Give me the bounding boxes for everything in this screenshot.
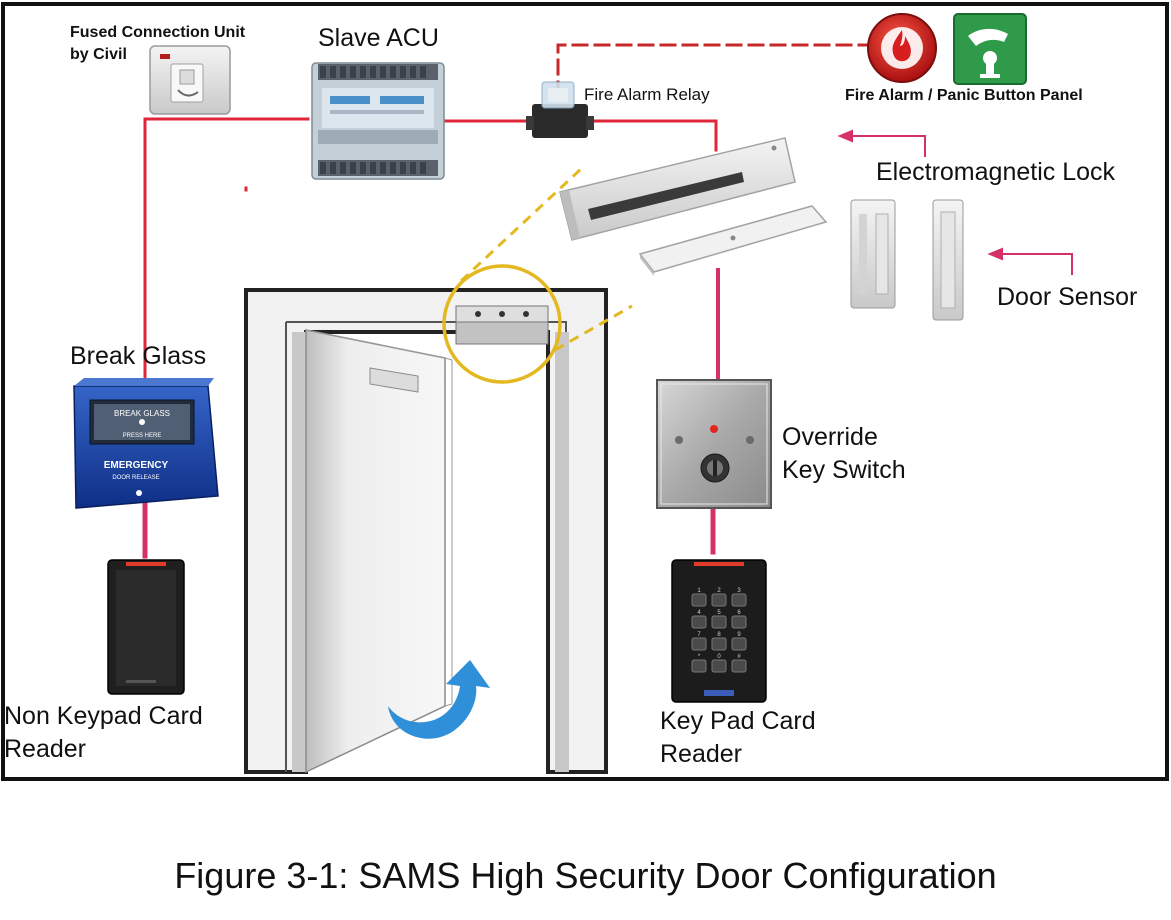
keypad-key bbox=[711, 659, 727, 673]
break-glass-top-text: BREAK GLASS bbox=[114, 409, 170, 418]
keypad-key-label: 8 bbox=[717, 632, 721, 638]
fire-alarm-relay-icon bbox=[526, 81, 594, 138]
break-glass-press-text: PRESS HERE bbox=[123, 433, 162, 439]
figure-caption: Figure 3-1: SAMS High Security Door Conf… bbox=[174, 855, 997, 896]
door-frame-icon bbox=[244, 288, 608, 774]
keypad-key bbox=[711, 637, 727, 651]
keypad-key bbox=[691, 615, 707, 629]
override-key-switch-icon bbox=[656, 379, 772, 509]
keypad-key-label: 3 bbox=[737, 588, 741, 594]
keypad-key bbox=[711, 615, 727, 629]
keypad-keys: 1 2 3 4 5 6 7 8 9 * 0 # bbox=[691, 588, 747, 673]
non-keypad-reader-icon bbox=[107, 559, 185, 695]
electromagnetic-lock-icon bbox=[559, 137, 828, 276]
keypad-key-label: 4 bbox=[697, 610, 701, 616]
slave-acu-label: Slave ACU bbox=[318, 24, 439, 52]
keypad-key-label: 1 bbox=[697, 588, 701, 594]
figure-border bbox=[1, 2, 1169, 781]
key-pad-card-reader-label: Key Pad Card Reader bbox=[660, 705, 816, 771]
keypad-key-label: 6 bbox=[737, 610, 741, 616]
break-glass-icon: BREAK GLASS PRESS HERE EMERGENCY DOOR RE… bbox=[73, 378, 219, 509]
keypad-key bbox=[691, 659, 707, 673]
keypad-key bbox=[691, 593, 707, 607]
break-glass-release-text: DOOR RELEASE bbox=[112, 475, 159, 481]
slave-acu-icon bbox=[311, 62, 445, 180]
fire-alarm-icon bbox=[867, 13, 937, 83]
fused-connection-unit-label-line2: by Civil bbox=[70, 46, 127, 63]
fused-connection-unit-label-line1: Fused Connection Unit bbox=[70, 24, 246, 41]
electromagnetic-lock-label: Electromagnetic Lock bbox=[876, 158, 1116, 186]
highlight-circle bbox=[442, 166, 633, 384]
door-sensor-label: Door Sensor bbox=[997, 283, 1138, 311]
keypad-key bbox=[731, 637, 747, 651]
wire-fcu-to-breakglass bbox=[143, 117, 205, 392]
keypad-key bbox=[731, 659, 747, 673]
panic-button-icon bbox=[953, 13, 1027, 85]
non-keypad-card-reader-label: Non Keypad Card Reader bbox=[4, 700, 203, 766]
keypad-key bbox=[731, 615, 747, 629]
key-pad-card-reader-label-line1: Key Pad Card bbox=[660, 707, 816, 735]
keypad-key bbox=[691, 637, 707, 651]
keypad-key-label: 2 bbox=[717, 588, 721, 594]
keypad-key-label: 9 bbox=[737, 632, 741, 638]
fused-connection-unit-icon bbox=[149, 45, 231, 115]
keypad-key-label: 7 bbox=[697, 632, 701, 638]
lock-pointer-arrow bbox=[837, 129, 926, 157]
break-glass-emergency-text: EMERGENCY bbox=[104, 460, 169, 471]
door-leaf-icon bbox=[305, 329, 453, 774]
lock-on-frame-icon bbox=[455, 305, 549, 345]
keypad-key bbox=[711, 593, 727, 607]
wire-relay-to-lock bbox=[588, 119, 718, 152]
non-keypad-card-reader-label-line2: Reader bbox=[4, 735, 86, 763]
keypad-key-label: 5 bbox=[717, 610, 721, 616]
door-sensor-icon bbox=[850, 199, 964, 321]
override-key-switch-label: Override Key Switch bbox=[782, 421, 906, 487]
door-open-arrow-icon bbox=[388, 660, 490, 739]
key-pad-card-reader-label-line2: Reader bbox=[660, 740, 742, 768]
fire-alarm-relay-label: Fire Alarm Relay bbox=[584, 85, 710, 104]
keypad-card-reader-icon: 1 2 3 4 5 6 7 8 9 * 0 # bbox=[671, 559, 767, 703]
fire-alarm-panel-label: Fire Alarm / Panic Button Panel bbox=[845, 87, 1083, 104]
sensor-pointer-arrow bbox=[987, 247, 1073, 275]
wiring bbox=[142, 43, 870, 559]
override-key-switch-label-line2: Key Switch bbox=[782, 456, 906, 484]
non-keypad-card-reader-label-line1: Non Keypad Card bbox=[4, 702, 203, 730]
override-key-switch-label-line1: Override bbox=[782, 423, 878, 451]
keypad-key-label: # bbox=[737, 654, 741, 660]
fused-connection-unit-label: Fused Connection Unit by Civil bbox=[70, 22, 245, 66]
keypad-key-label: * bbox=[698, 654, 701, 660]
keypad-key bbox=[731, 593, 747, 607]
keypad-key-label: 0 bbox=[717, 654, 721, 660]
break-glass-label: Break Glass bbox=[70, 342, 207, 370]
wire-dashed-alarm-panel bbox=[556, 43, 870, 98]
